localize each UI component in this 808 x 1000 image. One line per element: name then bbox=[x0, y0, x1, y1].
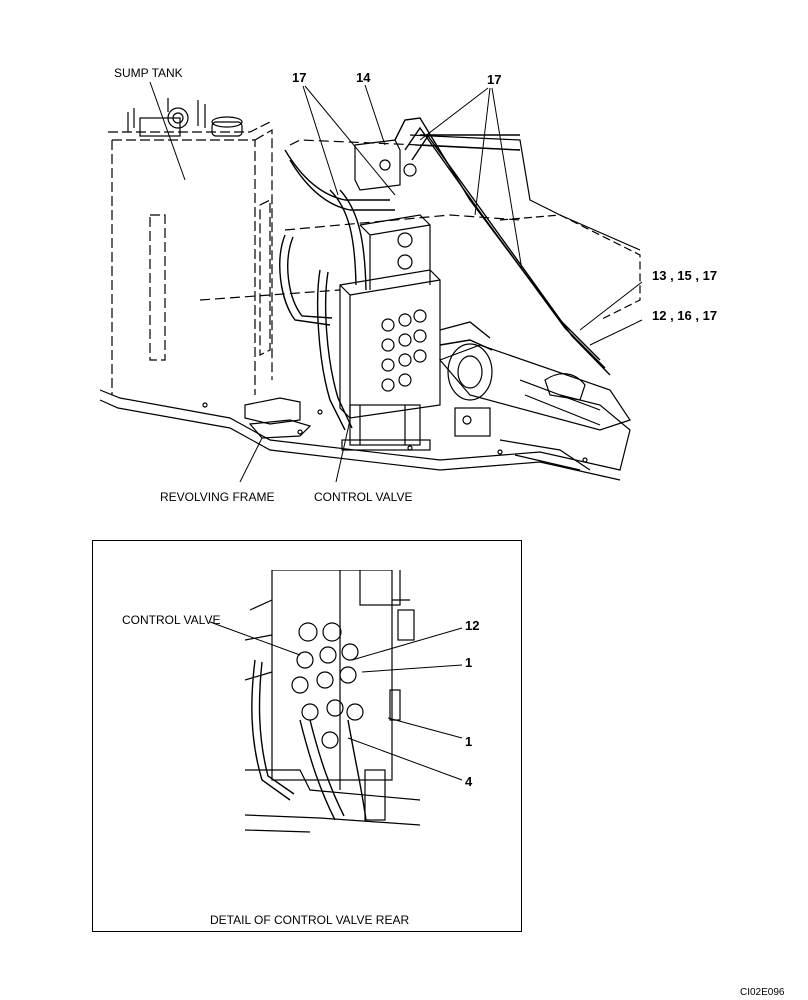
sump-tank-top-fittings bbox=[127, 98, 243, 137]
leader-lines-main bbox=[149, 81, 643, 483]
sump-tank-label: SUMP TANK bbox=[114, 66, 183, 80]
detail-callout-4: 4 bbox=[465, 774, 473, 789]
leader-lines-detail bbox=[209, 621, 463, 781]
boom-structure bbox=[409, 134, 641, 471]
control-valve-label: CONTROL VALVE bbox=[314, 490, 413, 504]
hoses bbox=[279, 117, 611, 431]
figure-code: CI02E096 bbox=[740, 987, 785, 998]
detail-control-valve-label: CONTROL VALVE bbox=[122, 613, 221, 627]
callout-12-16-17: 12 , 16 , 17 bbox=[652, 308, 718, 323]
callout-13-15-17: 13 , 15 , 17 bbox=[652, 268, 718, 283]
callout-17-left: 17 bbox=[292, 70, 307, 85]
detail-callout-12: 12 bbox=[465, 618, 480, 633]
sump-tank bbox=[108, 121, 273, 395]
control-valve-block bbox=[339, 214, 441, 451]
callout-17-right: 17 bbox=[487, 72, 502, 87]
revolving-frame-plate bbox=[99, 389, 631, 481]
callout-14: 14 bbox=[356, 70, 371, 85]
detail-box bbox=[92, 540, 522, 932]
revolving-frame-label: REVOLVING FRAME bbox=[160, 490, 275, 504]
detail-caption: DETAIL OF CONTROL VALVE REAR bbox=[210, 913, 410, 927]
background-outline bbox=[199, 139, 521, 301]
detail-callout-1-top: 1 bbox=[465, 655, 473, 670]
detail-callout-1-bottom: 1 bbox=[465, 734, 473, 749]
detail-illustration bbox=[245, 570, 421, 833]
